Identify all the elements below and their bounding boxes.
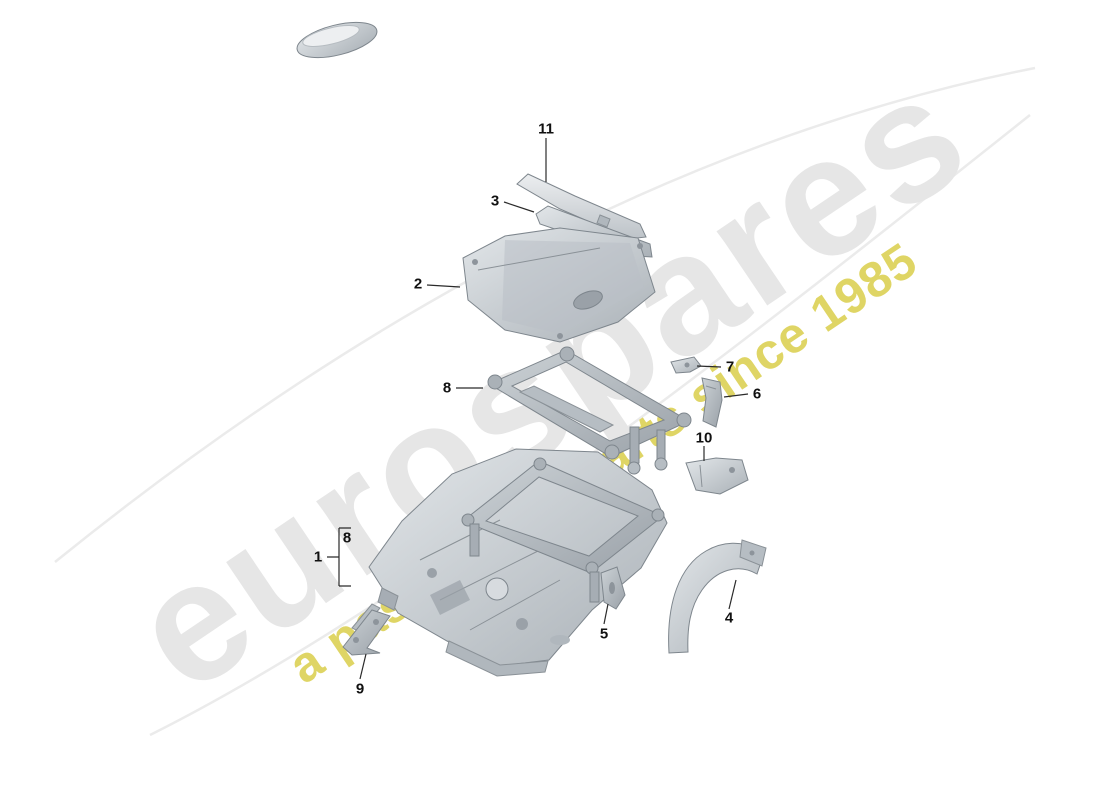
part-1-front-flange: [445, 640, 549, 677]
part-1-hole: [427, 568, 437, 578]
part-2-rivet: [637, 243, 643, 249]
part-cover-cap: [296, 21, 378, 59]
leader-line-9: [359, 653, 367, 680]
part-2-rear-panel: [462, 227, 656, 343]
callout-10[interactable]: 10: [695, 429, 713, 447]
part-11-rail: [516, 173, 647, 240]
part-9-hole: [373, 619, 379, 625]
callout-8-lower[interactable]: 8: [342, 529, 352, 547]
cover-cap-highlight: [302, 25, 360, 47]
leader-line-7: [696, 365, 722, 368]
leader-line-6: [723, 393, 749, 398]
part-1-mount-foot: [377, 587, 399, 611]
part-11-body: [516, 173, 647, 240]
part-9-bracket: [342, 603, 391, 656]
leader-line-4: [728, 579, 737, 610]
part-4-hole: [749, 550, 755, 556]
leader-lines: [327, 138, 749, 680]
part-8-mount-foot: [627, 461, 641, 475]
part-7-hole: [684, 362, 690, 368]
callout-7[interactable]: 7: [725, 358, 735, 376]
part-7-bracket: [670, 356, 702, 374]
part-8-bushing: [604, 444, 620, 460]
part-8-subframe: [487, 346, 692, 475]
leader-bracket-1-8: [327, 527, 351, 587]
part-2-rivet: [472, 259, 478, 265]
part-2-inner-face: [502, 240, 644, 334]
part-10-hole: [729, 467, 735, 473]
part-1-hole: [516, 618, 528, 630]
part-8-bushing: [676, 412, 692, 428]
leader-line-3: [503, 201, 535, 213]
part-8-lower-bushing: [533, 457, 547, 471]
leader-line-2: [426, 284, 461, 288]
part-1-support: [469, 523, 480, 557]
callout-1[interactable]: 1: [313, 548, 323, 566]
callout-4[interactable]: 4: [724, 609, 734, 627]
part-5-bracket: [600, 566, 626, 610]
part-8-lower-bushing: [461, 513, 475, 527]
callout-6[interactable]: 6: [752, 385, 762, 403]
callout-9[interactable]: 9: [355, 680, 365, 698]
callout-11[interactable]: 11: [538, 120, 554, 138]
part-8-lower-bushing: [651, 508, 665, 522]
part-8-crossbar: [518, 385, 615, 433]
part-9-hole: [353, 637, 359, 643]
part-2-ridge: [477, 247, 601, 271]
part-2-hole: [573, 290, 603, 310]
part-10-step: [699, 464, 703, 488]
part-2-rivet: [557, 333, 563, 339]
leader-line-5: [603, 603, 609, 625]
part-10-bracket-panel: [685, 457, 749, 495]
callout-8-upper[interactable]: 8: [442, 379, 452, 397]
part-8-bushing: [487, 374, 503, 390]
part-1-floor-assembly: [368, 448, 668, 677]
part-1-recess: [550, 635, 570, 645]
part-6-bracket: [701, 377, 723, 428]
part-8-mount-foot: [654, 457, 668, 471]
part-8-bushing: [559, 346, 575, 362]
part-5-slot: [609, 582, 615, 594]
part-4-wheel-arch: [668, 539, 767, 654]
callout-2[interactable]: 2: [413, 275, 423, 293]
part-11-tab: [596, 214, 611, 228]
part-6-body: [701, 377, 723, 428]
callout-3[interactable]: 3: [490, 192, 500, 210]
part-1-dark-patch: [430, 580, 470, 615]
callout-5[interactable]: 5: [599, 625, 609, 643]
part-6-rib: [705, 385, 717, 390]
part-1-support: [589, 571, 600, 603]
part-1-large-hole: [485, 577, 509, 601]
